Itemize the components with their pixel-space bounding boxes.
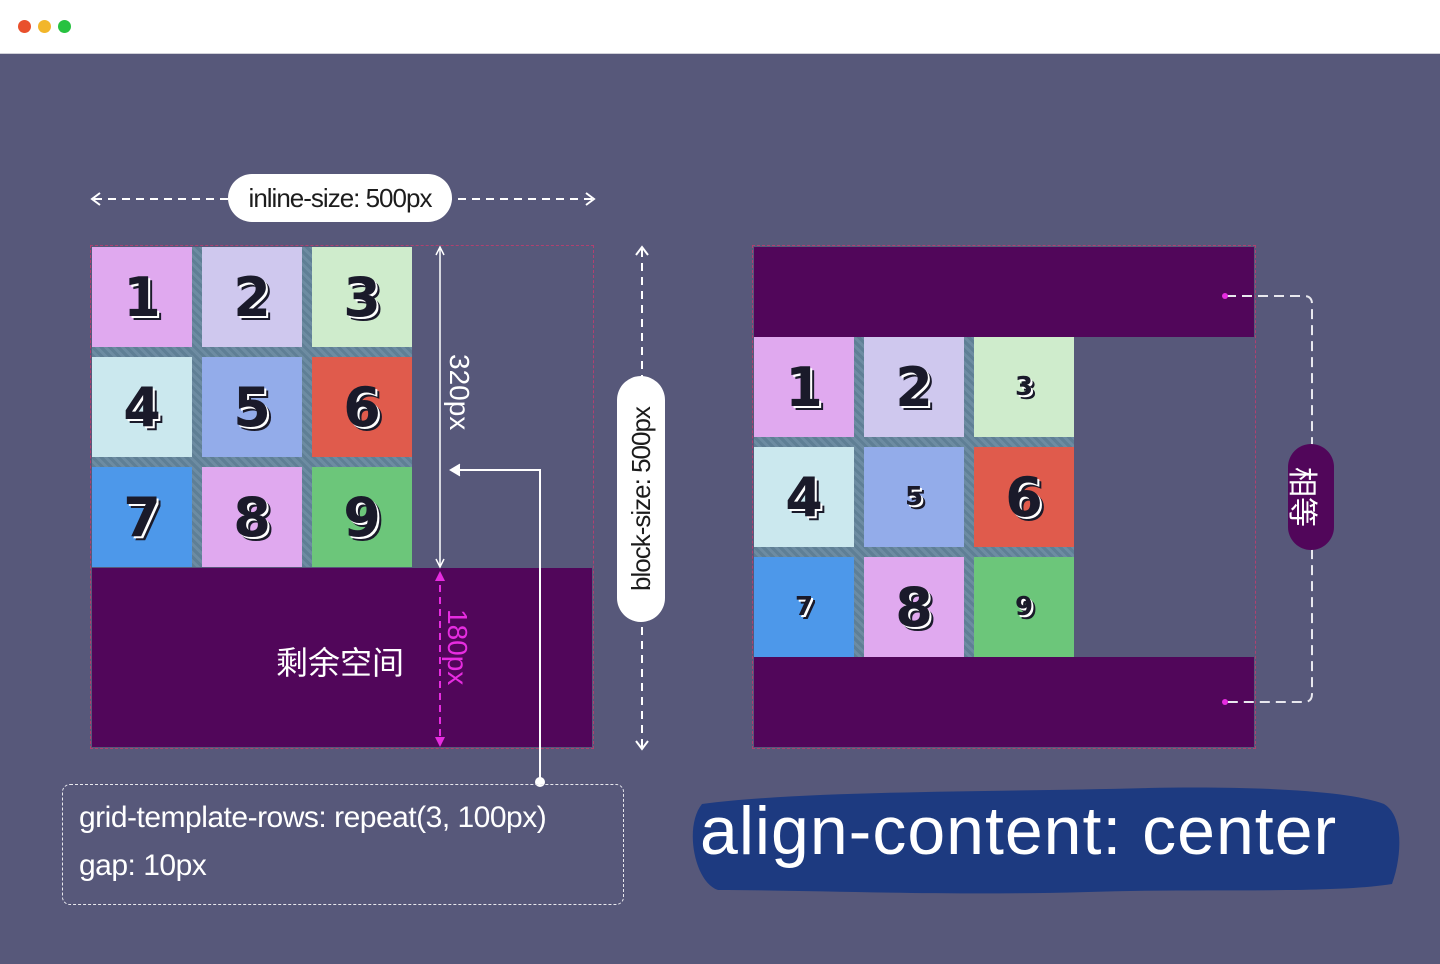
maximize-window-button[interactable]: [58, 20, 71, 33]
item-number: 7: [794, 592, 814, 622]
right-gap-row-2: [754, 547, 1074, 557]
inline-size-label: inline-size: 500px: [248, 182, 433, 213]
code-snippet-box: grid-template-rows: repeat(3, 100px) gap…: [62, 784, 624, 905]
inline-size-arrow: [90, 192, 596, 206]
code-pointer-line: [449, 463, 545, 787]
left-gap-row-1: [92, 347, 412, 357]
left-grid-item-6: 6: [312, 357, 412, 457]
right-grid-container: [752, 245, 1256, 749]
item-number: 6: [343, 375, 381, 439]
right-grid-item-9: 9: [974, 557, 1074, 657]
item-number: 2: [895, 355, 933, 419]
close-window-button[interactable]: [18, 20, 31, 33]
right-grid-item-5: 5: [864, 447, 964, 547]
left-grid-item-9: 9: [312, 467, 412, 567]
right-grid-item-6: 6: [974, 447, 1074, 547]
item-number: 4: [785, 465, 823, 529]
free-space-bottom: [754, 657, 1254, 747]
left-gap-col-2: [302, 247, 312, 567]
diagram-canvas: inline-size: 500px 1 2 3 4 5 6 7 8 9 剩余空…: [0, 54, 1440, 964]
item-number: 9: [1014, 592, 1034, 622]
item-number: 7: [123, 485, 161, 549]
heading-banner: align-content: center: [688, 786, 1400, 896]
equal-label: 相等: [1285, 467, 1318, 527]
block-size-label-wrap: block-size: 500px: [626, 399, 656, 599]
left-gap-col-1: [192, 247, 202, 567]
item-number: 5: [904, 482, 924, 512]
left-grid-item-1: 1: [92, 247, 192, 347]
free-space-label: 剩余空间: [276, 645, 405, 681]
right-gap-col-1: [854, 337, 864, 657]
track-height-text: 320px: [444, 354, 475, 431]
minimize-window-button[interactable]: [38, 20, 51, 33]
left-grid-item-7: 7: [92, 467, 192, 567]
left-gap-row-2: [92, 457, 412, 467]
item-number: 2: [233, 265, 271, 329]
heading-text: align-content: center: [700, 793, 1338, 869]
item-number: 3: [1014, 372, 1034, 402]
equal-bracket: [1222, 293, 1313, 705]
left-grid-item-2: 2: [202, 247, 302, 347]
item-number: 3: [343, 265, 381, 329]
right-grid-item-4: 4: [754, 447, 854, 547]
right-grid-item-7: 7: [754, 557, 854, 657]
item-number: 1: [123, 265, 161, 329]
left-grid-item-5: 5: [202, 357, 302, 457]
right-grid-item-8: 8: [864, 557, 964, 657]
item-number: 4: [123, 375, 161, 439]
right-gap-col-2: [964, 337, 974, 657]
free-space-top: [754, 247, 1254, 337]
right-gap-row-1: [754, 437, 1074, 447]
block-size-pill: [617, 376, 665, 622]
inline-size-pill: inline-size: 500px: [228, 174, 452, 222]
right-grid-item-1: 1: [754, 337, 854, 437]
item-number: 5: [233, 375, 271, 439]
equal-label-wrap: 相等: [1285, 457, 1327, 537]
code-line-rows: grid-template-rows: repeat(3, 100px): [79, 801, 547, 834]
item-number: 8: [233, 485, 271, 549]
item-number: 6: [1005, 465, 1043, 529]
row-track-height-label: 320px: [444, 354, 475, 434]
heading-brush-shape: [692, 787, 1400, 894]
left-grid-item-4: 4: [92, 357, 192, 457]
right-grid-item-3: 3: [974, 337, 1074, 437]
left-grid-item-8: 8: [202, 467, 302, 567]
left-grid-container: [90, 245, 594, 749]
item-number: 8: [895, 575, 933, 639]
free-space-area: [92, 568, 592, 747]
window-titlebar: [0, 0, 1440, 54]
item-number: 1: [785, 355, 823, 419]
item-number: 9: [343, 485, 381, 549]
block-size-label: block-size: 500px: [626, 407, 656, 591]
left-grid-item-3: 3: [312, 247, 412, 347]
block-size-arrow: [635, 245, 649, 751]
row-track-measure: [435, 245, 445, 747]
code-line-gap: gap: 10px: [79, 849, 207, 882]
right-grid-item-2: 2: [864, 337, 964, 437]
equal-pill: [1288, 444, 1334, 550]
